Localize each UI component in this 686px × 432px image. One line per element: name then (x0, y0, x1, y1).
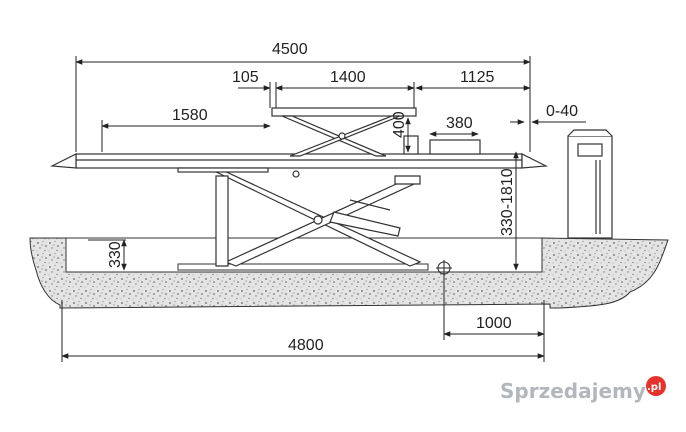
dim-400: 400 (391, 111, 408, 138)
dim-1125: 1125 (460, 69, 495, 86)
dim-1580: 1580 (172, 107, 208, 124)
dim-380: 380 (446, 115, 473, 132)
runway (49, 153, 549, 178)
watermark-text: Sprzedajemy (500, 379, 646, 403)
base-plate (177, 263, 429, 271)
dim-4500: 4500 (272, 41, 308, 58)
dim-1400: 1400 (330, 69, 366, 86)
watermark-badge: .pl (647, 382, 661, 393)
jack-platform (271, 107, 481, 157)
dim-105: 105 (232, 69, 259, 86)
dim-4800: 4800 (288, 337, 324, 354)
dim-330-1810: 330-1810 (499, 168, 516, 236)
center-mark-icon (436, 260, 452, 276)
main-scissor (211, 169, 422, 267)
watermark-badge-icon (646, 376, 666, 396)
dim-330: 330 (107, 241, 124, 268)
ground-left (29, 237, 669, 309)
control-cabinet (567, 129, 613, 239)
dim-0-40: 0-40 (546, 103, 578, 120)
dim-1000: 1000 (476, 315, 512, 332)
